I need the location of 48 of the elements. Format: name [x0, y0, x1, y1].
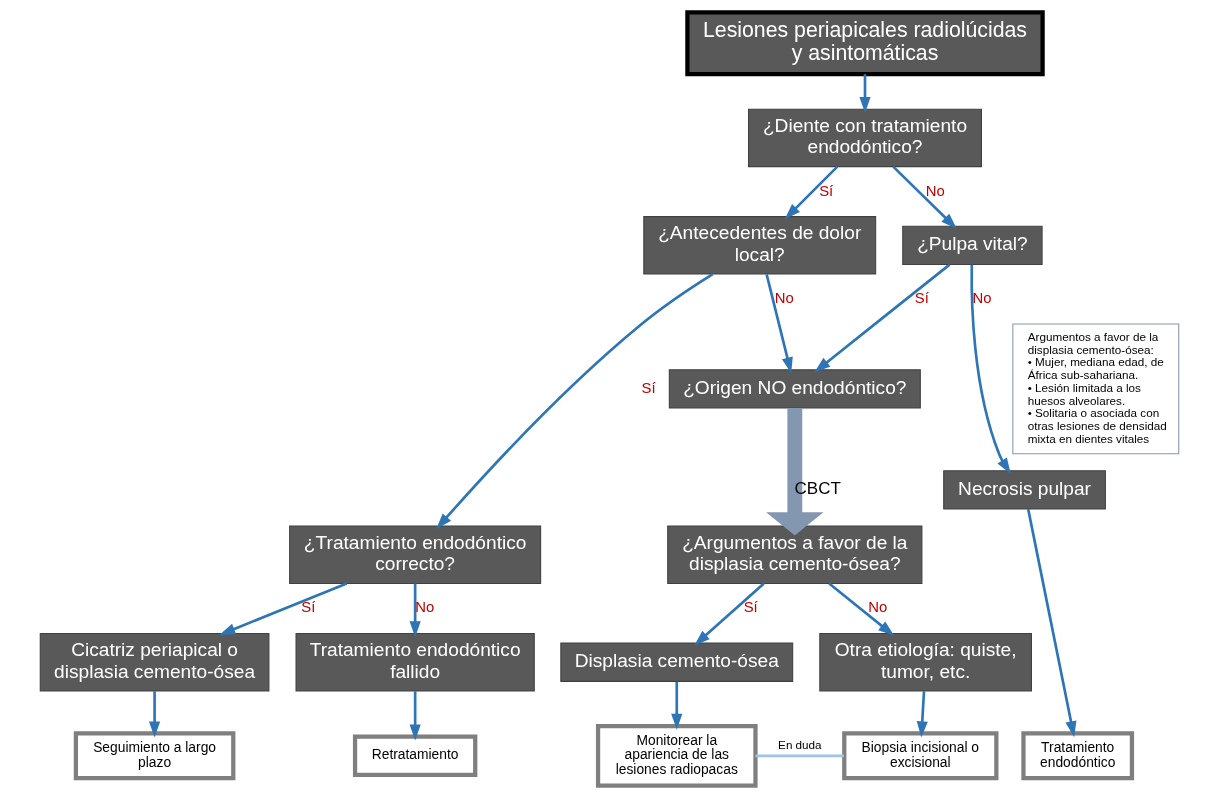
arrow — [693, 582, 765, 646]
edge-label: Sí — [743, 599, 758, 616]
node-box: ¿Tratamiento endodóntico correcto? — [288, 525, 541, 585]
arrow — [891, 165, 957, 229]
edge-label: Sí — [300, 599, 315, 616]
edge-label: En duda — [777, 738, 822, 752]
arrow — [858, 74, 871, 114]
arrow — [435, 272, 713, 530]
arrow — [218, 582, 347, 635]
node-box: Tratamiento endodóntico — [1020, 731, 1134, 781]
node-box: ¿Argumentos a favor de la displasia cemento-ósea? — [666, 525, 922, 585]
node-box: Displasia cemento-ósea — [559, 642, 793, 682]
node-box: Argumentos a favor de la displasia cemento-ósea: • Mujer, mediana edad, de África sub-sahariana. • Lesión limitada a los huesos alveolares. • Solitaria o asociada con otras lesiones de densidad mixta en dientes vitales — [1011, 323, 1179, 455]
arrow — [765, 408, 823, 536]
arrow — [1026, 508, 1076, 738]
node-box: Necrosis pulpar — [942, 470, 1106, 510]
edge-label: No — [867, 599, 887, 616]
arrow — [813, 263, 950, 373]
arrow — [409, 691, 421, 741]
node-box: Otra etiología: quiste, tumor, etc. — [818, 632, 1032, 692]
edge-label: Sí — [641, 379, 656, 396]
node-box: Lesiones periapicales radiolúcidas y asintomáticas — [684, 10, 1045, 77]
arrow — [969, 264, 1011, 474]
edge-label: CBCT — [794, 478, 841, 498]
connector — [755, 754, 844, 758]
arrow — [148, 691, 160, 738]
node-box: Monitorear la apariencia de las lesiones radiopacas — [595, 723, 758, 788]
arrow — [409, 583, 421, 638]
edge-label: No — [774, 289, 794, 306]
node-box: Seguimiento a largo plazo — [73, 731, 235, 781]
node-box: ¿Pulpa vital? — [901, 225, 1043, 265]
edge-label: Sí — [914, 289, 929, 306]
edge-label: No — [971, 289, 991, 306]
node-box: ¿Antecedentes de dolor local? — [642, 216, 876, 275]
arrow — [670, 681, 682, 730]
edge-label: No — [925, 182, 945, 199]
edge-label: Sí — [818, 182, 833, 199]
node-box: Retratamiento — [352, 734, 477, 778]
arrow — [827, 582, 894, 636]
node-box: ¿Origen NO endodóntico? — [668, 369, 921, 409]
arrow — [764, 274, 793, 374]
node-box: Tratamiento endodóntico fallido — [295, 632, 535, 692]
edge-label: No — [414, 599, 434, 616]
node-box: ¿Diente con tratamiento endodóntico? — [747, 108, 982, 168]
node-box: Biopsia incisional o excisional — [841, 731, 998, 781]
arrow — [784, 165, 838, 220]
node-box: Cicatriz periapical o displasia cemento-ósea — [39, 632, 269, 692]
arrow — [916, 691, 928, 738]
